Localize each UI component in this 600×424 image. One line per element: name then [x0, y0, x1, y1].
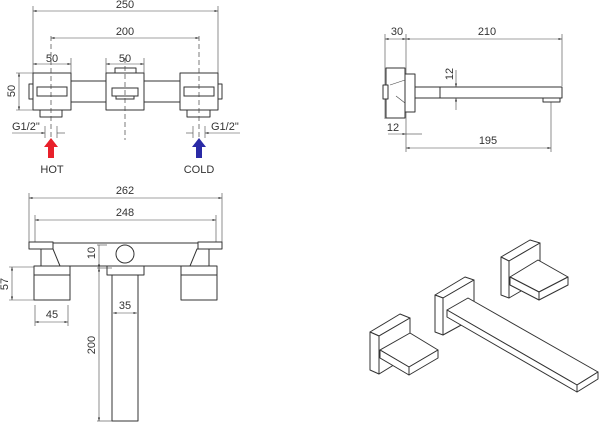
hot-block: [33, 265, 71, 301]
front-view: 250 200 50 50 50 G1/2": [6, 0, 240, 176]
dim-label-195: 195: [479, 135, 497, 147]
diverter-knob: [115, 244, 135, 264]
hot-label: HOT: [40, 164, 64, 176]
top-view: 262 248 10 200 57 45 35: [0, 185, 223, 422]
cold-label: COLD: [184, 164, 215, 176]
dim-label-height: 50: [6, 85, 18, 97]
cold-arrow-icon: [192, 138, 206, 158]
dim-label-262: 262: [116, 185, 134, 197]
spout-side: [414, 86, 563, 99]
thread-label-cold: G1/2": [211, 121, 239, 133]
dim-label-35: 35: [119, 300, 131, 312]
dim-label-30: 30: [391, 26, 403, 38]
dim-label-200: 200: [86, 336, 98, 354]
iso-spout: [434, 276, 599, 393]
dim-label-12-height: 12: [444, 68, 456, 80]
side-view: 30 210 12 12 195: [382, 26, 563, 152]
dim-label-248: 248: [116, 207, 134, 219]
dim-label-45: 45: [46, 309, 58, 321]
dim-label-12-offset: 12: [387, 122, 399, 134]
iso-hot-handle: [369, 313, 439, 376]
dim-label-200: 200: [116, 26, 134, 38]
dim-label-210: 210: [478, 26, 496, 38]
iso-cold-handle: [500, 239, 569, 301]
spout-top: [111, 274, 139, 422]
dim-label-250: 250: [116, 0, 134, 11]
dim-label-10: 10: [86, 247, 98, 259]
thread-label-hot: G1/2": [12, 121, 40, 133]
dim-label-57: 57: [0, 278, 11, 290]
cold-block: [180, 265, 218, 301]
hot-handle-front: [32, 72, 72, 111]
dim-label-handle-width: 50: [46, 53, 58, 65]
isometric-view: [369, 239, 599, 393]
hot-arrow-icon: [44, 138, 58, 158]
